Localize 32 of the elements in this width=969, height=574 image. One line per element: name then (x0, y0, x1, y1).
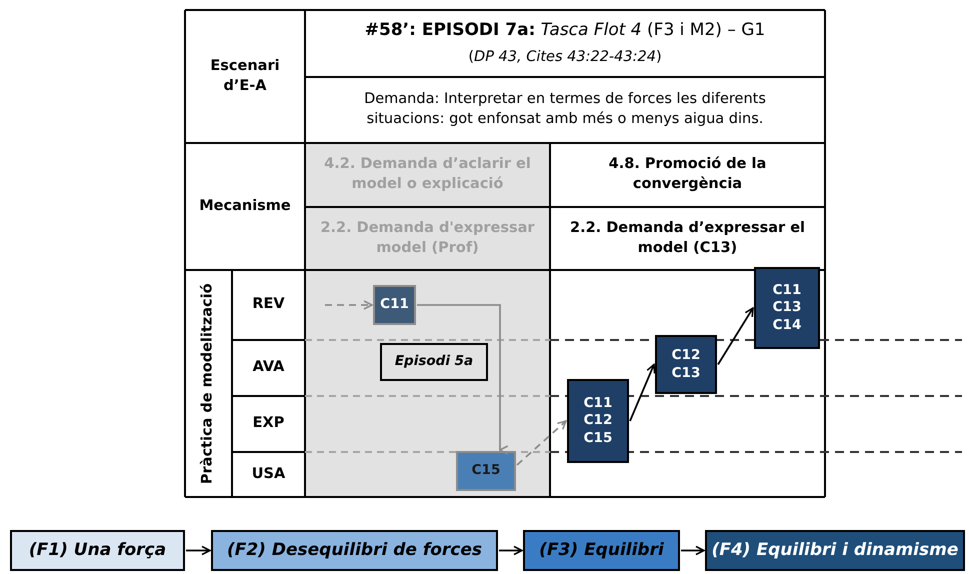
lane-label: REV (252, 295, 285, 314)
mechanism-label: 4.8. Promoció de la convergència (608, 155, 768, 194)
phase-box: (F3) Equilibri (523, 530, 680, 571)
arrow (717, 307, 754, 365)
phase-box: (F2) Desequilibri de forces (211, 530, 498, 571)
lane-label: AVA (252, 358, 284, 378)
source-reference: (DP 43, Cites 43:22-43:24) (468, 48, 662, 68)
demand-description: Demanda: Interpretar en termes de forces les diferents situacions: got enfonsat amb més o menys aigua dins. (363, 90, 767, 129)
row-header: Escenari d’E-A (209, 56, 281, 96)
code-box: C11 C12 C15 (567, 379, 629, 463)
arrow (186, 546, 211, 556)
episode-box: Episodi 5a (380, 343, 488, 381)
arrow (629, 364, 656, 422)
row-header: Mecanisme (199, 196, 291, 216)
code-box: C11 C13 C14 (754, 267, 820, 349)
arrow (516, 420, 567, 466)
episode-title: #58’: EPISODI 7a: Tasca Flot 4 (F3 i M2) – G1 (364, 18, 766, 42)
lane-label: USA (252, 464, 286, 484)
mechanism-label: 2.2. Demanda d'expressar model (Prof) (319, 218, 536, 258)
arrow (499, 546, 523, 556)
code-box: C11 (373, 285, 416, 325)
lane-label: EXP (252, 414, 284, 434)
phase-box: (F1) Una força (10, 530, 185, 571)
phase-box: (F4) Equilibri i dinamisme (705, 530, 965, 571)
arrow (417, 304, 509, 455)
code-box: C12 C13 (655, 335, 717, 394)
code-box: C15 (456, 451, 516, 491)
arrow (681, 546, 705, 556)
arrow (325, 300, 373, 310)
mechanism-label: 2.2. Demanda d’expressar el model (C13) (568, 218, 806, 258)
row-header: Pràctica de modelització (198, 283, 217, 484)
mechanism-label: 4.2. Demanda d’aclarir el model o explicació (323, 155, 532, 194)
